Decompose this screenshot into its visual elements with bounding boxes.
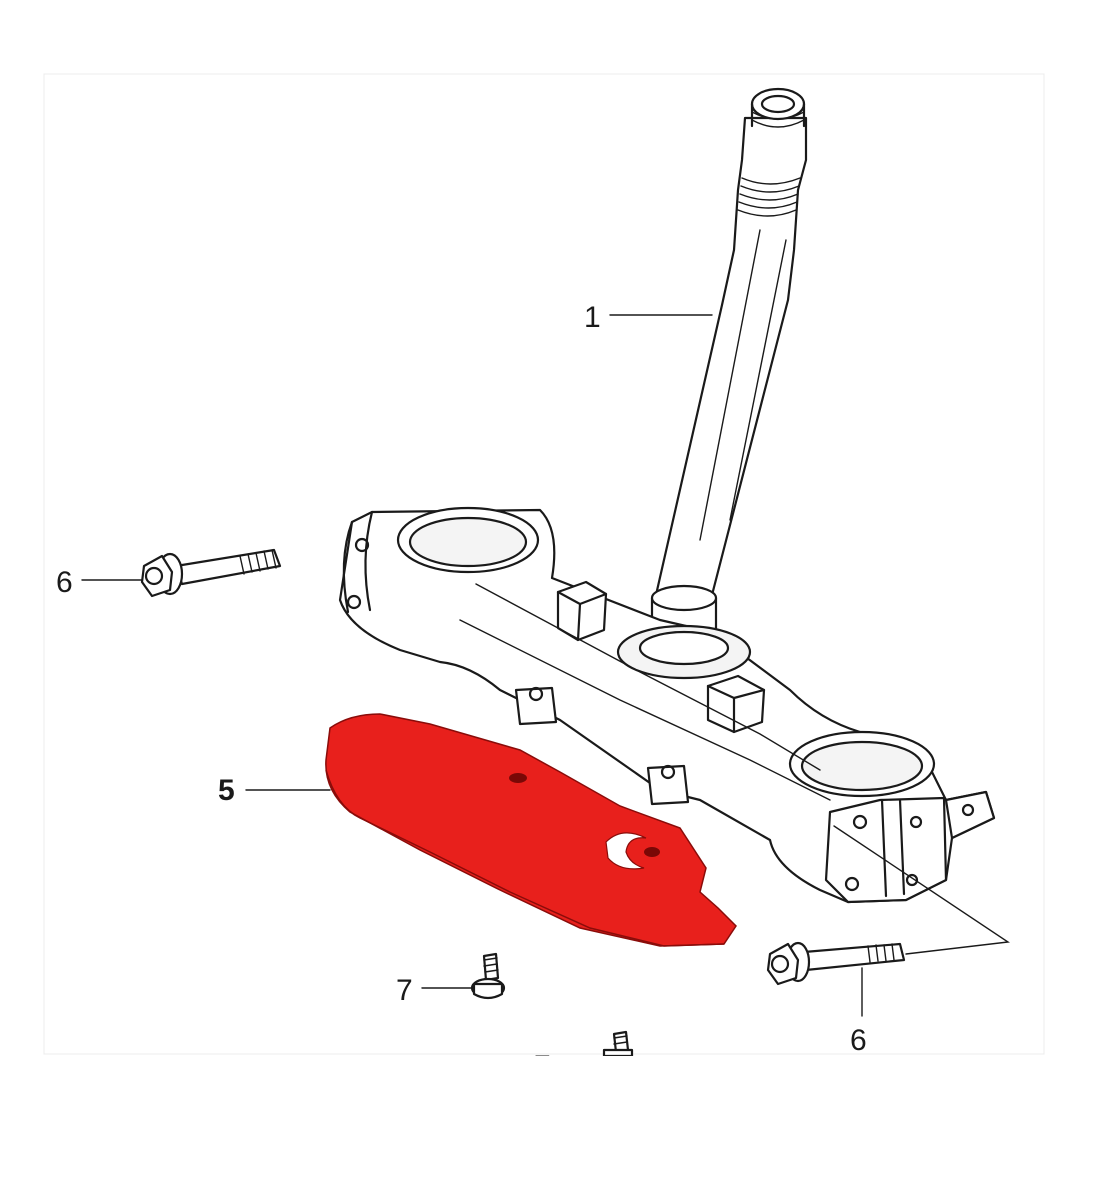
callout-label-7-upper: 7 xyxy=(396,974,413,1007)
guard-plate-icon[interactable] xyxy=(325,713,737,947)
leader-lines xyxy=(81,314,1010,1017)
diagram-frame xyxy=(43,73,1045,1055)
callout-label-5: 5 xyxy=(218,774,235,807)
crop-mask xyxy=(0,1056,1093,1183)
bottom-bridge-icon[interactable] xyxy=(338,506,996,904)
small-bolt-icon[interactable] xyxy=(470,952,506,1000)
callout-label-1: 1 xyxy=(584,301,601,334)
flange-bolt-icon[interactable] xyxy=(140,548,282,598)
callout-label-6-right: 6 xyxy=(850,1024,867,1057)
flange-bolt-icon[interactable] xyxy=(766,941,906,986)
steering-stem-icon[interactable] xyxy=(650,87,808,650)
callout-label-6-left: 6 xyxy=(56,566,73,599)
small-bolt-icon[interactable] xyxy=(602,1030,634,1058)
